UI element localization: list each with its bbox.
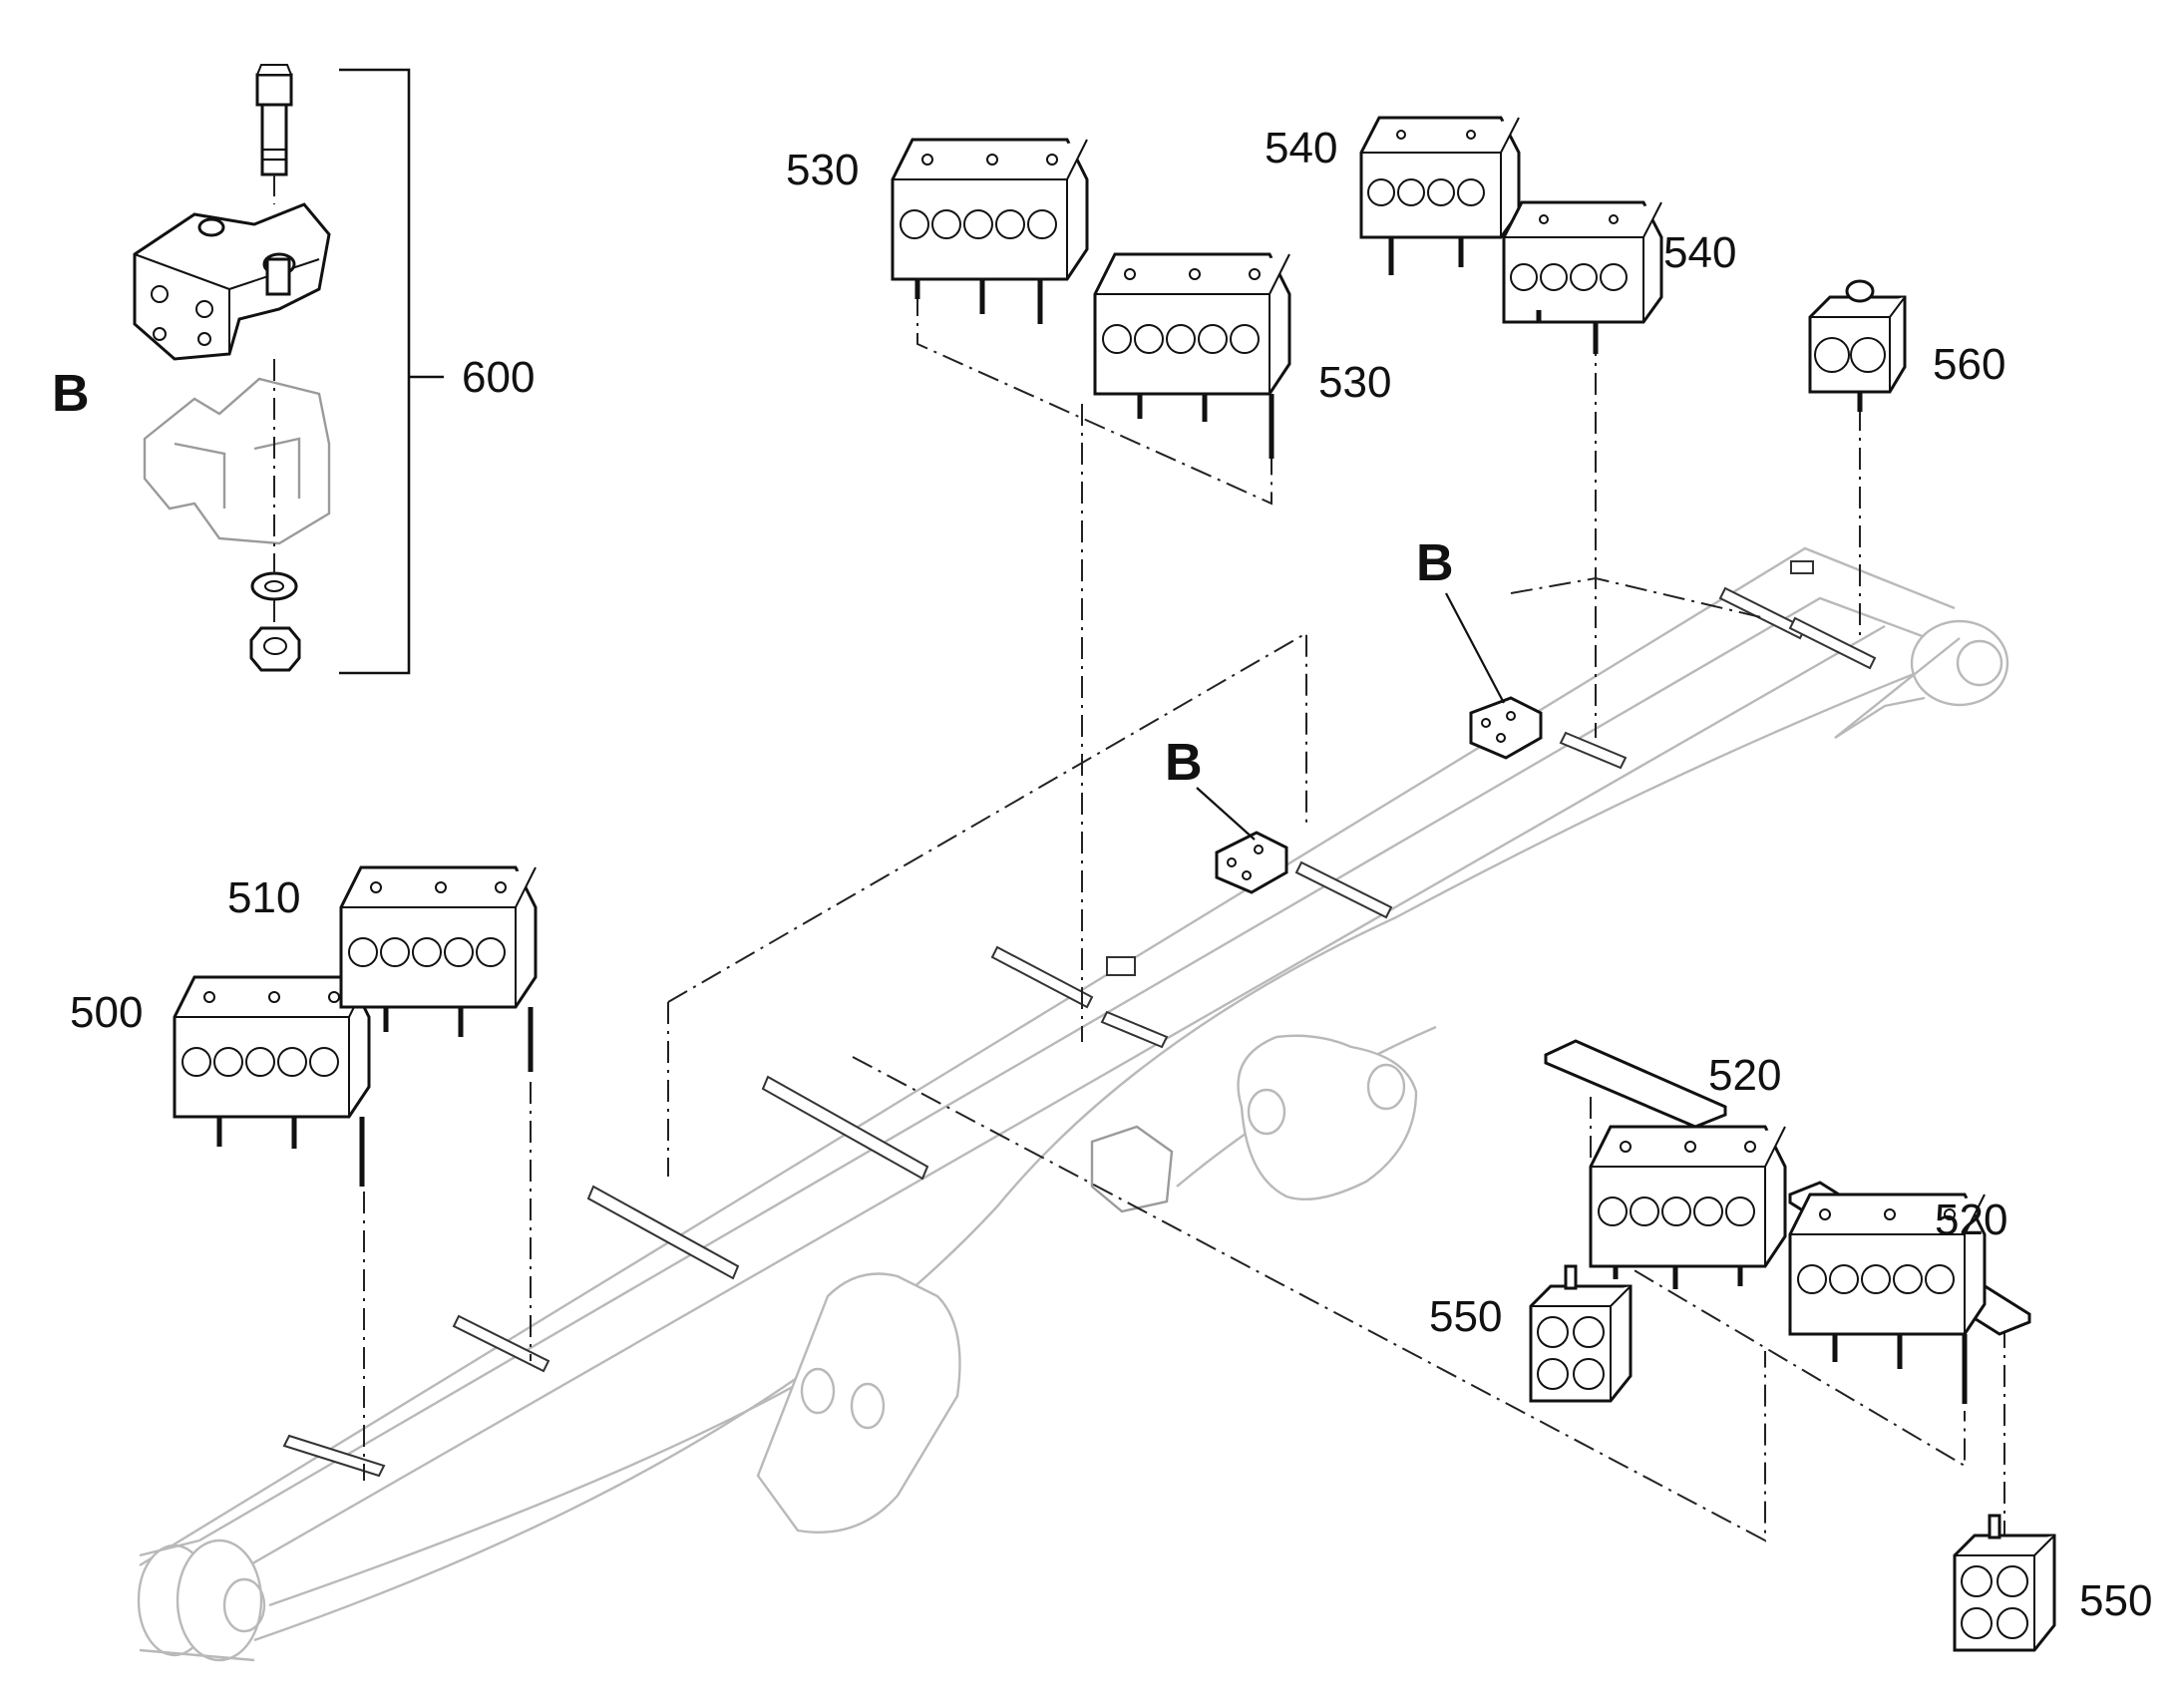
callout-540-lower: 540 xyxy=(1663,228,1736,277)
b-reference-lower-label: B xyxy=(1165,734,1203,792)
clamp-530-lower xyxy=(1093,252,1291,459)
callout-550-lower: 550 xyxy=(2079,1576,2152,1625)
callout-510: 510 xyxy=(227,873,300,922)
b-reference-upper xyxy=(1445,592,1543,760)
callout-530-lower: 530 xyxy=(1318,358,1391,407)
callout-560: 560 xyxy=(1933,340,2005,389)
clamp-520-lower xyxy=(1788,1181,2031,1404)
callout-500: 500 xyxy=(70,988,143,1037)
boom-mounting-plates xyxy=(282,560,1877,1478)
clamp-550-upper xyxy=(1529,1264,1633,1403)
detail-b-assembly xyxy=(133,64,444,675)
callout-540-upper: 540 xyxy=(1265,124,1337,172)
boom-outline xyxy=(137,546,2009,1662)
callout-600: 600 xyxy=(462,353,535,402)
clamp-560 xyxy=(1808,279,1907,412)
clamp-530-upper xyxy=(891,138,1089,324)
detail-b-label: B xyxy=(52,365,90,423)
callout-530-upper: 530 xyxy=(786,146,859,194)
clamp-540-upper xyxy=(1359,116,1521,275)
clamp-520-upper xyxy=(1544,1039,1787,1289)
callout-550-upper: 550 xyxy=(1429,1292,1502,1341)
clamp-510 xyxy=(339,865,538,1072)
alignment-lines xyxy=(363,294,2005,1542)
clamp-500 xyxy=(173,975,371,1187)
b-reference-lower xyxy=(1196,787,1288,894)
callout-520-upper: 520 xyxy=(1708,1051,1781,1100)
callout-520-lower: 520 xyxy=(1935,1196,2007,1244)
clamp-540-lower xyxy=(1502,200,1663,354)
clamp-550-lower xyxy=(1953,1514,2056,1652)
b-reference-upper-label: B xyxy=(1416,534,1454,592)
